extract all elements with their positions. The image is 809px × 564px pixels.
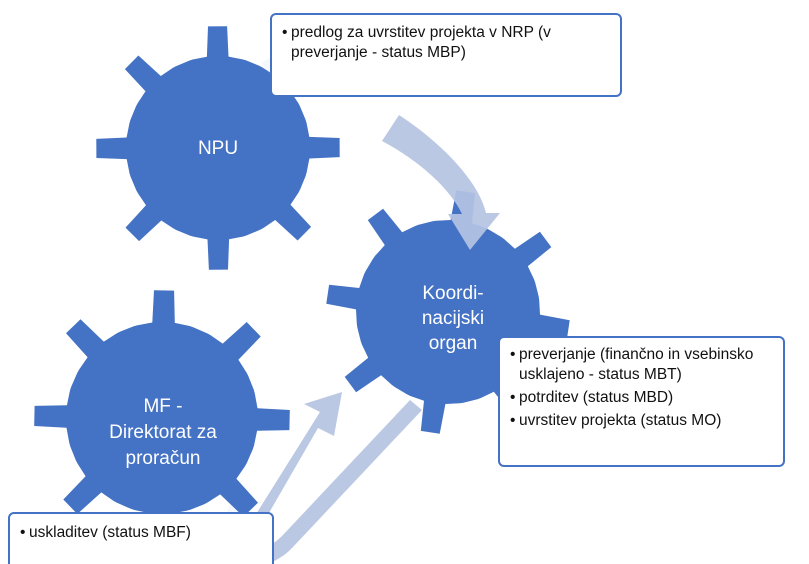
note-item: potrditev (status MBD) [510, 388, 775, 408]
note-list: uskladitev (status MBF) [20, 523, 264, 543]
gear-label-line: nacijski [421, 308, 485, 329]
note-list: predlog za uvrstitev projekta v NRP (v p… [282, 23, 610, 63]
note-list: preverjanje (finančno in vsebinsko uskla… [510, 345, 775, 431]
note-item: uvrstitev projekta (status MO) [510, 411, 775, 431]
note-item: uskladitev (status MBF) [20, 523, 264, 543]
gear-label-line: Direktorat za [109, 422, 217, 443]
note-koordinacijski-steps: preverjanje (finančno in vsebinsko uskla… [498, 336, 785, 467]
gear-shape [34, 290, 290, 546]
gear-label-line: MF - [143, 396, 183, 417]
flow-arrow-u-turn [238, 392, 422, 564]
gear-label-koordinacijski-organ: Koordi- nacijski organ [393, 281, 513, 356]
note-npu-proposal: predlog za uvrstitev projekta v NRP (v p… [270, 13, 622, 97]
gear-label-npu-text: NPU [197, 138, 239, 159]
note-mf-alignment: uskladitev (status MBF) [8, 512, 274, 564]
note-item: preverjanje (finančno in vsebinsko uskla… [510, 345, 775, 385]
gear-label-npu: NPU [158, 136, 278, 161]
note-item: predlog za uvrstitev projekta v NRP (v p… [282, 23, 610, 63]
gear-label-line: Koordi- [422, 283, 484, 304]
gear-label-line: proračun [125, 448, 201, 469]
gear-label-mf-direktorat: MF - Direktorat za proračun [68, 394, 258, 472]
gear-label-line: organ [428, 333, 478, 354]
flow-arrow-down [382, 115, 500, 250]
gear-mf-direktorat [34, 290, 290, 546]
